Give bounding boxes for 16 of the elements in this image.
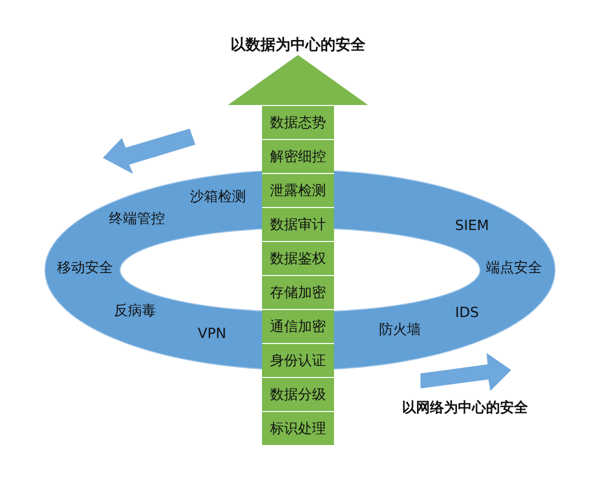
ring-label: SIEM [455,218,489,234]
ring-label: 反病毒 [114,302,156,320]
ring-label: 移动安全 [57,259,113,277]
ring-label: 终端管控 [109,210,165,228]
arrow-segment: 标识处理 [262,411,334,445]
ring-label: 沙箱检测 [190,188,246,206]
heading-text: 以数据为中心的安全 [230,36,366,54]
arrow-segment: 身份认证 [262,343,334,377]
ring-label: 端点安全 [486,259,542,277]
ring-label: IDS [455,305,479,321]
arrow-segment: 数据态势 [262,105,334,139]
arrow-segment: 数据分级 [262,377,334,411]
caption-text: 以网络为中心的安全 [402,399,528,417]
ring-label: VPN [198,326,226,342]
ring-label: 防火墙 [379,321,421,339]
arrow-segment: 解密细控 [262,139,334,173]
